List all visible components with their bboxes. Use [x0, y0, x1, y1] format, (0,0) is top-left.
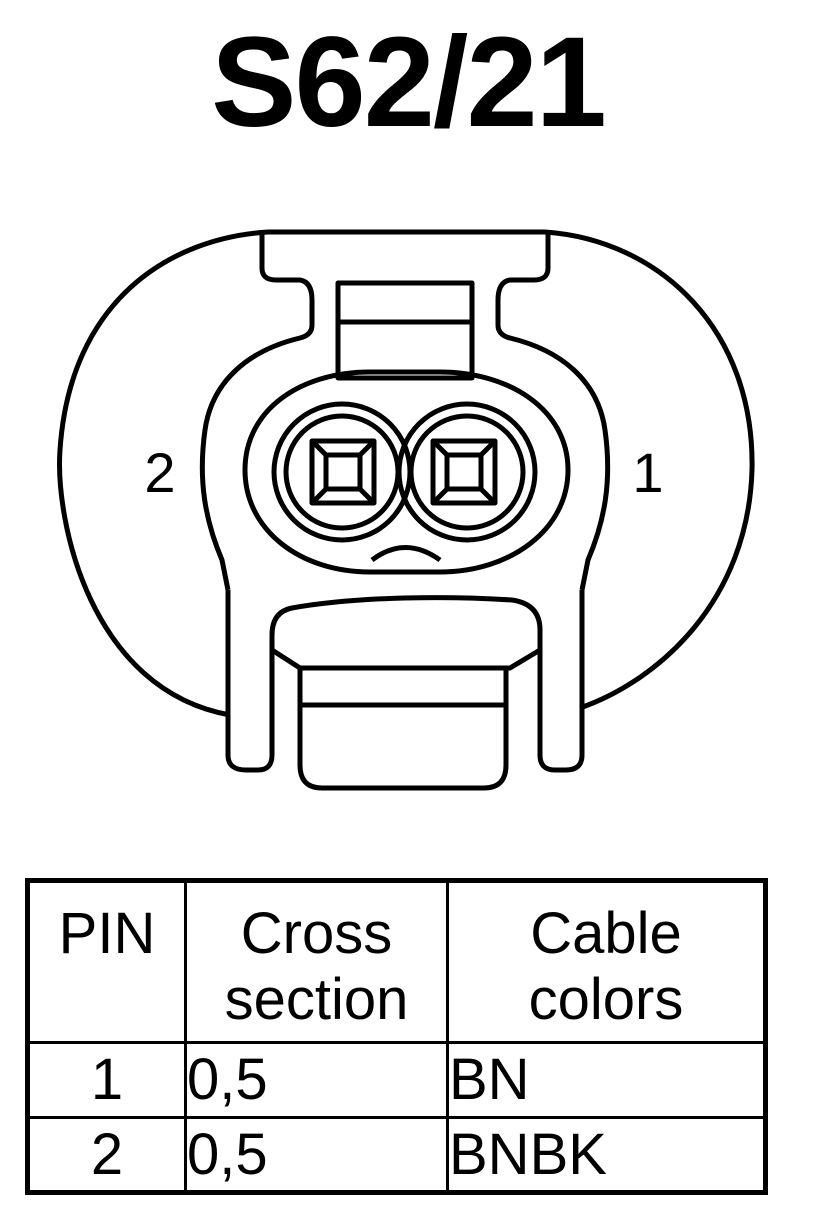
- header-pin: PIN: [26, 879, 187, 1044]
- table-row: 1 0,5 BN: [26, 1041, 767, 1119]
- connector-housing-outline: [57, 229, 755, 718]
- pin-1-ring: [396, 401, 538, 543]
- header-cable-colors: Cable colors: [446, 879, 767, 1044]
- pin-1-terminal: [430, 438, 498, 506]
- pin-assignment-table: PIN Cross section Cable colors 1 0,5 BN …: [25, 878, 768, 1195]
- table-header-row: PIN Cross section Cable colors: [26, 879, 767, 1044]
- pin-label-2: 2: [144, 441, 175, 504]
- lower-plug: [297, 668, 509, 791]
- pin-2-terminal: [309, 438, 377, 506]
- row-2-pin: 2: [26, 1116, 187, 1194]
- lower-latch: [270, 647, 542, 671]
- connector-title: S62/21: [211, 11, 607, 154]
- pin-label-1: 1: [632, 441, 663, 504]
- row-1-pin: 1: [26, 1041, 187, 1119]
- latch-window: [335, 280, 475, 381]
- row-2-color: BNBK: [446, 1116, 767, 1194]
- row-1-cross-section: 0,5: [184, 1041, 449, 1119]
- latch-tab: [199, 230, 315, 591]
- row-1-color: BN: [446, 1041, 767, 1119]
- latch-tab-right: [495, 230, 611, 591]
- connector-diagram: 2 1: [57, 229, 755, 791]
- pin-cavity: [242, 369, 571, 575]
- header-cross-section: Cross section: [184, 879, 449, 1044]
- table-row: 2 0,5 BNBK: [26, 1116, 767, 1194]
- row-2-cross-section: 0,5: [184, 1116, 449, 1194]
- pin-2-ring: [271, 401, 413, 543]
- left-leg: [225, 590, 585, 773]
